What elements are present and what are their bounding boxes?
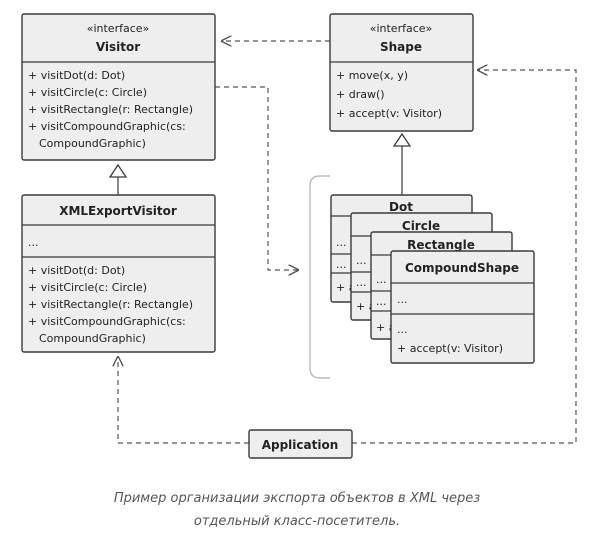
circle-methods: ... [356,276,367,289]
compound-shape-class: CompoundShape ... ... + accept(v: Visito… [390,250,535,364]
realization-triangle-visitor [108,163,128,178]
shape-method: + accept(v: Visitor) [336,107,442,120]
visitor-interface-class: «interface» Visitor + visitDot(d: Dot) +… [21,13,216,161]
rectangle-fields: ... [376,273,387,286]
xml-export-visitor-fields: ... [28,236,39,249]
xml-export-visitor-method: CompoundGraphic) [39,332,146,345]
visitor-method: CompoundGraphic) [39,137,146,150]
caption-line-2: отдельный класс-посетитель. [194,514,400,529]
shape-name: Shape [380,40,422,54]
shape-stereotype: «interface» [370,22,433,35]
caption-line-1: Пример организации экспорта объектов в X… [114,491,480,506]
realization-triangle-shape [392,132,412,147]
xml-export-visitor-method: + visitCircle(c: Circle) [28,281,147,294]
compound-shape-method: ... [397,323,408,336]
rectangle-methods: ... [376,295,387,308]
xml-export-visitor-class: XMLExportVisitor ... + visitDot(d: Dot) … [21,194,216,353]
circle-fields: ... [356,254,367,267]
shape-method: + move(x, y) [336,69,408,82]
shape-interface-class: «interface» Shape + move(x, y) + draw() … [329,13,474,132]
xml-export-visitor-method: + visitRectangle(r: Rectangle) [28,298,193,311]
visitor-name: Visitor [96,40,140,54]
xml-export-visitor-name: XMLExportVisitor [59,204,177,218]
dot-name: Dot [389,200,413,214]
dot-fields: ... [336,236,347,249]
compound-shape-method: + accept(v: Visitor) [397,342,503,355]
rectangle-name: Rectangle [407,238,475,252]
compound-shape-name: CompoundShape [405,261,519,275]
application-label: Application [262,438,339,452]
xml-export-visitor-method: + visitDot(d: Dot) [28,264,125,277]
shape-method: + draw() [336,88,385,101]
circle-name: Circle [402,219,440,233]
visitor-method: + visitCompoundGraphic(cs: [28,120,186,133]
xml-export-visitor-method: + visitCompoundGraphic(cs: [28,315,186,328]
dot-methods: ... [336,258,347,271]
visitor-method: + visitCircle(c: Circle) [28,86,147,99]
application-to-shape-dependency [352,70,577,444]
compound-shape-fields: ... [397,293,408,306]
application-class: Application [248,429,353,459]
visitor-stereotype: «interface» [87,22,150,35]
application-to-visitor-dependency [118,357,249,444]
visitor-method: + visitDot(d: Dot) [28,69,125,82]
visitor-to-shapes-dependency [215,86,298,270]
visitor-method: + visitRectangle(r: Rectangle) [28,103,193,116]
shapes-group-bracket [309,175,330,379]
